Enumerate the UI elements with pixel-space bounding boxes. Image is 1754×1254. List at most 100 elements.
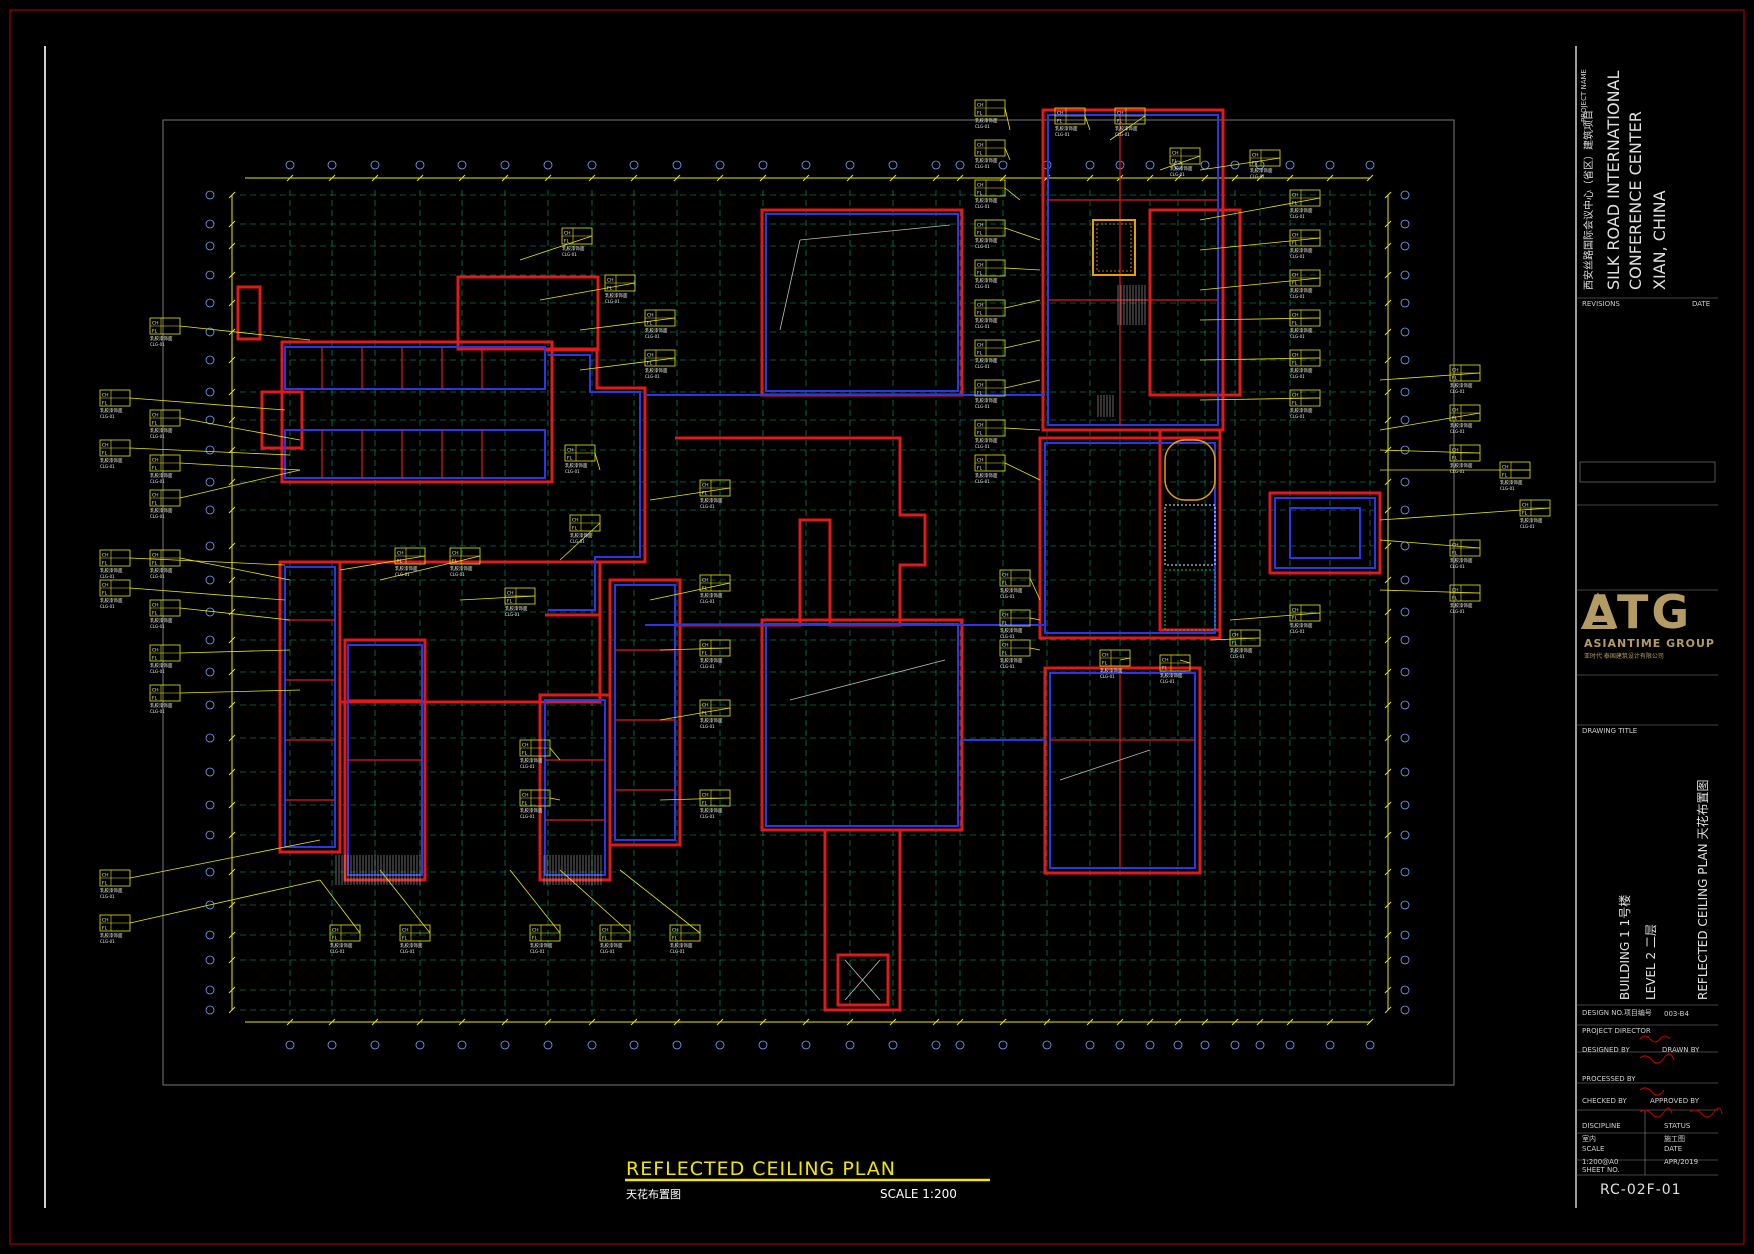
svg-text:FL: FL (152, 561, 158, 567)
axis-bubble (205, 327, 215, 337)
label-discipline: DISCIPLINE (1582, 1122, 1621, 1130)
axis-bubble (1400, 900, 1410, 910)
svg-text:乳胶漆饰面: 乳胶漆饰面 (1000, 657, 1023, 664)
axis-bubble (1285, 1040, 1295, 1050)
svg-text:CLG-01: CLG-01 (975, 244, 990, 249)
project-name-cn: 西安丝路国际会议中心（省区）建筑项目 (1584, 110, 1595, 290)
svg-text:CH: CH (152, 603, 159, 609)
svg-text:FL: FL (647, 321, 653, 327)
axis-bubble (629, 1040, 639, 1050)
svg-text:CLG-01: CLG-01 (975, 284, 990, 289)
axis-bubble (205, 298, 215, 308)
svg-text:CH: CH (702, 703, 709, 709)
svg-text:FL: FL (102, 591, 108, 597)
svg-text:乳胶漆饰面: 乳胶漆饰面 (1055, 125, 1078, 132)
axis-bubble (1115, 1040, 1125, 1050)
axis-bubble (205, 219, 215, 229)
svg-text:CH: CH (102, 393, 109, 399)
svg-text:CH: CH (977, 383, 984, 389)
svg-text:CH: CH (1162, 658, 1169, 664)
svg-text:FL: FL (102, 926, 108, 932)
project-name-line2: CONFERENCE CENTER (1626, 111, 1645, 290)
svg-text:FL: FL (647, 361, 653, 367)
svg-text:CH: CH (152, 553, 159, 559)
svg-text:CLG-01: CLG-01 (150, 669, 165, 674)
svg-text:CLG-01: CLG-01 (1450, 469, 1465, 474)
svg-text:乳胶漆饰面: 乳胶漆饰面 (150, 617, 173, 624)
axis-bubble (1145, 160, 1155, 170)
svg-text:乳胶漆饰面: 乳胶漆饰面 (1290, 247, 1313, 254)
svg-text:FL: FL (102, 561, 108, 567)
svg-text:FL: FL (1002, 651, 1008, 657)
axis-bubble (801, 160, 811, 170)
axis-bubble (1400, 800, 1410, 810)
axis-bubble (715, 160, 725, 170)
axis-bubble (1400, 190, 1410, 200)
svg-text:CH: CH (1292, 353, 1299, 359)
svg-text:FL: FL (402, 936, 408, 942)
svg-text:FL: FL (102, 451, 108, 457)
svg-text:CLG-01: CLG-01 (520, 814, 535, 819)
svg-text:FL: FL (1452, 376, 1458, 382)
axis-bubble (205, 635, 215, 645)
company-name: ASIANTIME GROUP (1584, 637, 1715, 650)
svg-text:CLG-01: CLG-01 (1290, 294, 1305, 299)
svg-text:乳胶漆饰面: 乳胶漆饰面 (100, 597, 123, 604)
axis-bubble (205, 541, 215, 551)
label-processed-by: PROCESSED BY (1582, 1075, 1636, 1083)
svg-text:FL: FL (452, 559, 458, 565)
axis-bubble (205, 505, 215, 515)
svg-text:FL: FL (1452, 551, 1458, 557)
svg-text:乳胶漆饰面: 乳胶漆饰面 (400, 942, 423, 949)
svg-text:FL: FL (507, 599, 513, 605)
svg-text:乳胶漆饰面: 乳胶漆饰面 (100, 887, 123, 894)
svg-text:FL: FL (977, 431, 983, 437)
svg-text:乳胶漆饰面: 乳胶漆饰面 (1450, 462, 1473, 469)
project-name-line1: SILK ROAD INTERNATIONAL (1604, 70, 1623, 290)
drawing-frame (162, 119, 1455, 1086)
svg-text:乳胶漆饰面: 乳胶漆饰面 (520, 807, 543, 814)
svg-text:乳胶漆饰面: 乳胶漆饰面 (150, 472, 173, 479)
axis-bubble (205, 607, 215, 617)
svg-text:CLG-01: CLG-01 (975, 479, 990, 484)
axis-bubble (931, 160, 941, 170)
svg-text:CH: CH (507, 591, 514, 597)
svg-text:CH: CH (1057, 111, 1064, 117)
axis-bubble (1400, 607, 1410, 617)
svg-text:乳胶漆饰面: 乳胶漆饰面 (100, 932, 123, 939)
svg-text:乳胶漆饰面: 乳胶漆饰面 (1450, 602, 1473, 609)
svg-text:FL: FL (1057, 119, 1063, 125)
svg-text:FL: FL (1162, 666, 1168, 672)
svg-text:FL: FL (152, 696, 158, 702)
dimension-ticks (228, 174, 1392, 1026)
axis-bubble (1145, 1040, 1155, 1050)
svg-text:CLG-01: CLG-01 (505, 612, 520, 617)
svg-text:CLG-01: CLG-01 (1450, 609, 1465, 614)
label-checked-by: CHECKED BY (1582, 1097, 1627, 1105)
building-walls-red (236, 108, 1382, 1012)
svg-text:FL: FL (1452, 416, 1458, 422)
svg-text:CH: CH (977, 458, 984, 464)
svg-text:FL: FL (532, 936, 538, 942)
svg-text:FL: FL (977, 466, 983, 472)
svg-text:CH: CH (152, 458, 159, 464)
svg-text:CLG-01: CLG-01 (1000, 634, 1015, 639)
svg-text:FL: FL (702, 586, 708, 592)
axis-bubble (1400, 241, 1410, 251)
svg-text:FL: FL (152, 329, 158, 335)
axis-bubble (1400, 830, 1410, 840)
svg-text:CH: CH (607, 278, 614, 284)
